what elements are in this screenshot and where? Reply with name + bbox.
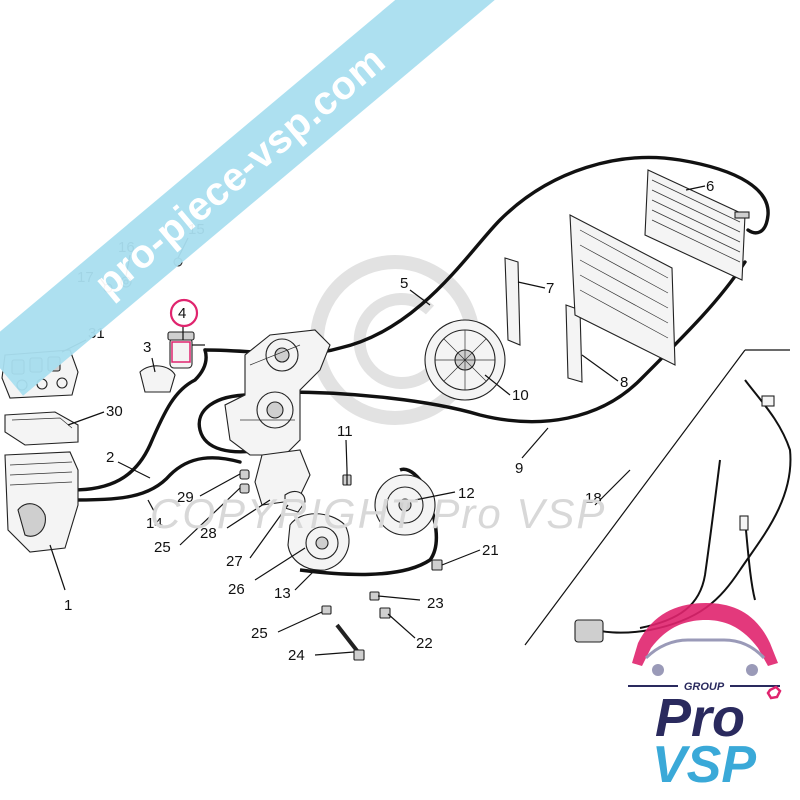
- callout-25-lower: 25: [251, 625, 268, 642]
- part-4-highlight-ring: [169, 298, 199, 328]
- callout-1: 1: [64, 597, 72, 614]
- part-12-pulley: [374, 474, 436, 536]
- logo-gear-accent-icon: [766, 685, 782, 700]
- callout-2: 2: [106, 449, 114, 466]
- callout-24: 24: [288, 647, 305, 664]
- part-3-bracket: [139, 365, 176, 393]
- callout-21: 21: [482, 542, 499, 559]
- part-30-bracket: [4, 411, 79, 446]
- callout-9: 9: [515, 460, 523, 477]
- hose-9: [283, 260, 747, 424]
- callout-22: 22: [416, 635, 433, 652]
- callout-10: 10: [512, 387, 529, 404]
- logo-line2: VSP: [652, 736, 756, 788]
- part-1-evaporator-housing: [4, 451, 79, 553]
- hose-14: [70, 456, 242, 502]
- car-silhouette-icon: [632, 603, 778, 666]
- part-10-fan: [424, 319, 506, 401]
- callout-5: 5: [400, 275, 408, 292]
- part-6-condenser: [644, 169, 750, 281]
- part-27-28-bracket: [254, 449, 311, 513]
- bolts: [239, 469, 443, 661]
- hose-lines: [70, 155, 770, 502]
- provsp-logo: GROUP Pro VSP: [628, 603, 782, 788]
- callout-14: 14: [146, 515, 163, 532]
- callout-7: 7: [546, 280, 554, 297]
- logo-group-label: GROUP: [684, 681, 725, 693]
- hose-5: [203, 155, 770, 356]
- callout-27: 27: [226, 553, 243, 570]
- hose-loop: [197, 393, 264, 454]
- part-26-compressor: [287, 513, 350, 571]
- callout-11: 11: [337, 423, 353, 440]
- callout-23: 23: [427, 595, 444, 612]
- part-7-bracket: [504, 257, 521, 346]
- callout-30: 30: [106, 403, 123, 420]
- callout-25-upper: 25: [154, 539, 171, 556]
- logo-line1: Pro: [655, 688, 745, 748]
- callout-3: 3: [143, 339, 151, 356]
- callout-12: 12: [458, 485, 475, 502]
- radiator: [569, 214, 676, 366]
- callout-6: 6: [706, 178, 714, 195]
- copyright-watermark-text: COPYRIGHT Pro VSP: [150, 490, 607, 537]
- compressor-mount-bracket: [224, 329, 331, 456]
- callout-29: 29: [177, 489, 194, 506]
- part-13-belt: [299, 467, 439, 577]
- callout-4: 4: [178, 305, 186, 322]
- callout-13: 13: [274, 585, 291, 602]
- callout-8: 8: [620, 374, 628, 391]
- leader-lines: [49, 185, 706, 656]
- callout-18: 18: [585, 490, 602, 507]
- callout-28: 28: [200, 525, 217, 542]
- part-4-receiver-drier: [167, 331, 205, 369]
- callout-26: 26: [228, 581, 245, 598]
- hose-2: [70, 348, 208, 492]
